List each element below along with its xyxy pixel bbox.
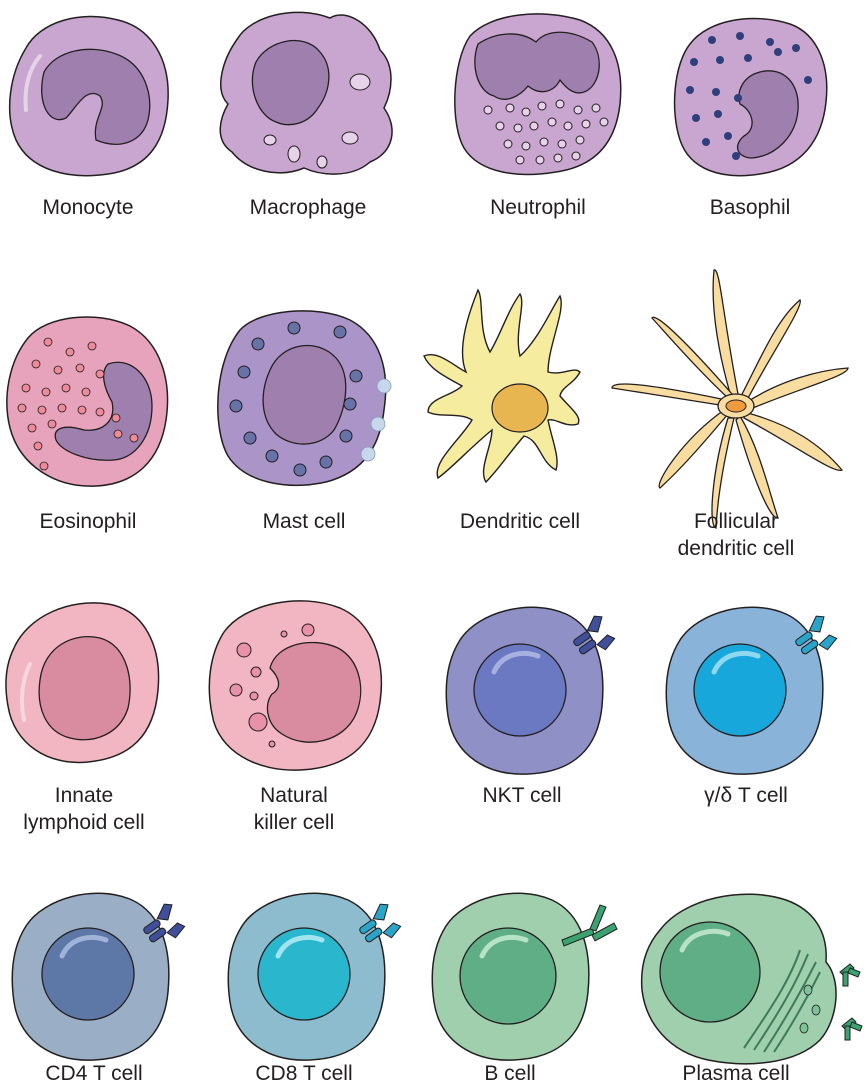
eosinophil-label: Eosinophil bbox=[0, 508, 188, 535]
cd4-t-cell-label: CD4 T cell bbox=[0, 1060, 194, 1087]
gamma-delta-t-cell bbox=[666, 607, 840, 774]
nkt-cell-label: NKT cell bbox=[422, 782, 622, 809]
monocyte-label: Monocyte bbox=[0, 194, 188, 221]
gamma-delta-t-cell-label: γ/δ T cell bbox=[646, 782, 846, 809]
secreted-antibody-icon bbox=[840, 964, 862, 1040]
macrophage-cell bbox=[220, 12, 392, 174]
macrophage-label: Macrophage bbox=[208, 194, 408, 221]
basophil-cell bbox=[675, 18, 827, 175]
cd8-t-cell bbox=[228, 893, 404, 1060]
innate-lymphoid-cell-label: Innatelymphoid cell bbox=[0, 782, 184, 836]
plasma-cell-label: Plasma cell bbox=[636, 1060, 836, 1087]
natural-killer-cell-label: Naturalkiller cell bbox=[194, 782, 394, 836]
neutrophil-cell bbox=[455, 14, 621, 175]
nkt-cell bbox=[446, 607, 618, 774]
follicular-dendritic-cell-label: Folliculardendritic cell bbox=[636, 508, 836, 562]
neutrophil-label: Neutrophil bbox=[438, 194, 638, 221]
dendritic-cell-label: Dendritic cell bbox=[420, 508, 620, 535]
cd4-t-cell bbox=[12, 893, 188, 1060]
mast-cell bbox=[218, 311, 391, 485]
b-cell-label: B cell bbox=[410, 1060, 610, 1087]
natural-killer-cell bbox=[209, 601, 381, 770]
innate-lymphoid-cell bbox=[6, 603, 159, 763]
dendritic-cell bbox=[424, 290, 580, 482]
b-cell bbox=[432, 893, 617, 1060]
mast-cell-label: Mast cell bbox=[204, 508, 404, 535]
eosinophil-cell bbox=[7, 317, 168, 486]
follicular-dendritic-cell bbox=[612, 270, 848, 528]
cd8-t-cell-label: CD8 T cell bbox=[204, 1060, 404, 1087]
plasma-cell bbox=[642, 894, 862, 1064]
monocyte-cell bbox=[10, 16, 168, 175]
basophil-label: Basophil bbox=[650, 194, 850, 221]
